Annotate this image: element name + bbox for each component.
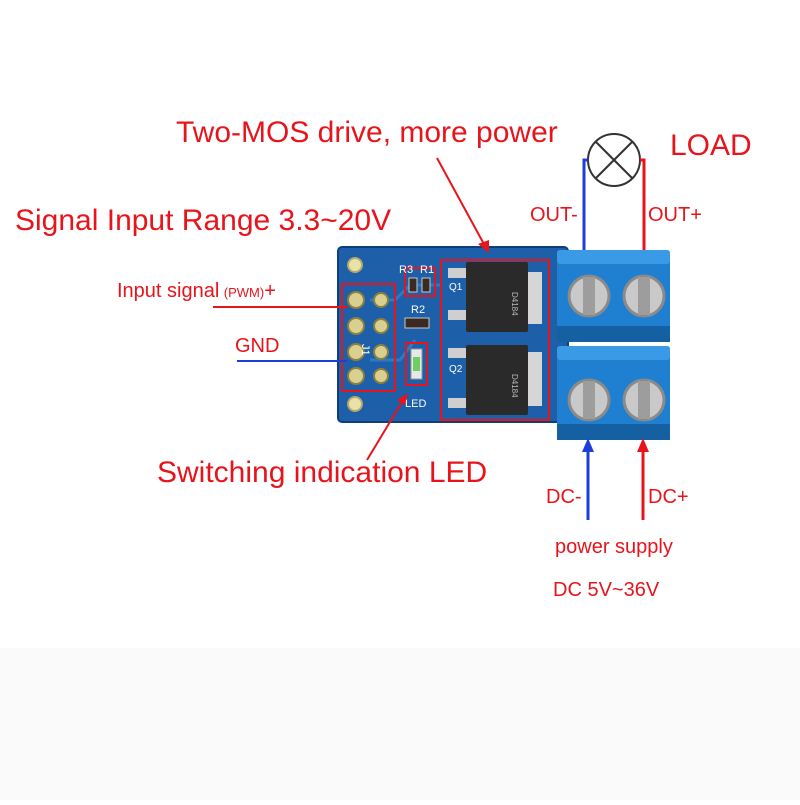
gnd-label: GND	[235, 335, 280, 357]
out-plus-wire	[640, 158, 646, 250]
out-minus-label: OUT-	[530, 204, 578, 226]
r2-silkscreen: R2	[411, 304, 425, 316]
two-mos-label: Two-MOS drive, more power	[176, 116, 558, 149]
arrow-icon	[478, 240, 489, 253]
q2-silkscreen: Q2	[449, 364, 463, 375]
chip-marking: D4184	[510, 374, 519, 398]
mount-hole	[347, 396, 363, 412]
mosfet-highlight-box	[440, 259, 550, 421]
load-lamp-icon	[587, 133, 641, 187]
arrow-up-icon	[637, 438, 649, 452]
power-supply-label: power supply	[555, 536, 673, 558]
j1-silkscreen: J1	[359, 344, 371, 356]
power-terminal-block	[557, 346, 670, 440]
led-highlight-box	[405, 342, 428, 386]
led-silkscreen: LED	[405, 398, 426, 410]
mosfets: Q1 D4184 Q2 D4184	[440, 259, 550, 421]
mount-hole	[347, 257, 363, 273]
resistors: R3 R1 R2	[399, 264, 436, 329]
two-mos-pointer	[436, 157, 486, 247]
dc-plus-label: DC+	[648, 486, 689, 508]
input-signal-label: Input signal (PWM)+	[117, 280, 276, 302]
out-plus-label: OUT+	[648, 204, 702, 226]
signal-range-label: Signal Input Range 3.3~20V	[15, 204, 392, 237]
r1-silkscreen: R1	[420, 264, 434, 276]
led-component: LED	[405, 342, 428, 410]
switching-led-label: Switching indication LED	[157, 456, 488, 489]
dc-minus-label: DC-	[546, 486, 582, 508]
r3-silkscreen: R3	[399, 264, 413, 276]
output-terminal-block	[557, 250, 670, 342]
load-label: LOAD	[670, 129, 752, 162]
dc-range-label: DC 5V~36V	[553, 579, 660, 601]
chip-marking: D4184	[510, 292, 519, 316]
led-pointer	[366, 401, 403, 461]
out-minus-wire	[582, 158, 588, 250]
input-header: J1	[341, 283, 396, 392]
resistor-highlight-box	[404, 267, 436, 297]
arrow-up-icon	[582, 438, 594, 452]
header-highlight-box	[341, 283, 396, 392]
arrow-icon	[397, 393, 408, 405]
q1-silkscreen: Q1	[449, 282, 463, 293]
lower-backdrop	[0, 648, 800, 800]
